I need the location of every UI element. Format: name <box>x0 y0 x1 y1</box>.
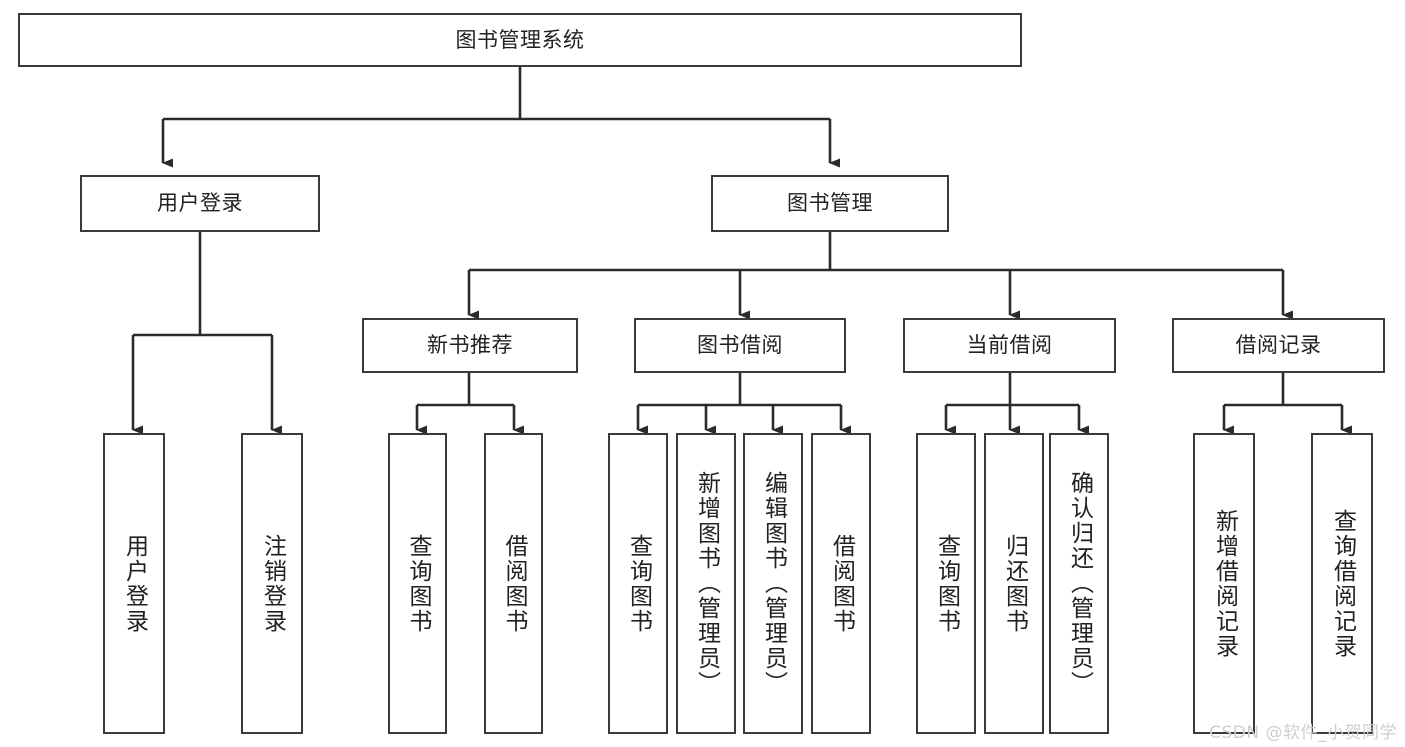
node-book-management-label: 图书管理 <box>787 191 873 216</box>
leaf-label: 查询图书 <box>625 533 652 634</box>
node-borrow-record-label: 借阅记录 <box>1235 333 1322 358</box>
node-user-login[interactable]: 用户登录 <box>80 175 320 232</box>
node-root[interactable]: 图书管理系统 <box>18 13 1022 67</box>
node-current-borrow-label: 当前借阅 <box>966 333 1053 358</box>
leaf-label: 用户登录 <box>121 533 148 634</box>
leaf-label: 借阅图书 <box>501 533 527 634</box>
leaf-borrow-query[interactable]: 查询图书 <box>608 433 668 734</box>
csdn-watermark: CSDN @软件_小贺同学 <box>1209 723 1397 743</box>
leaf-label: 借阅图书 <box>828 533 855 634</box>
leaf-user-login-signin[interactable]: 用户登录 <box>103 433 165 734</box>
leaf-new-book-query[interactable]: 查询图书 <box>388 433 447 734</box>
node-book-management[interactable]: 图书管理 <box>711 175 949 232</box>
leaf-current-query[interactable]: 查询图书 <box>916 433 976 734</box>
leaf-borrow-edit-book[interactable]: 编辑图书（管理员） <box>743 433 803 734</box>
leaf-record-query[interactable]: 查询借阅记录 <box>1311 433 1373 734</box>
leaf-label: 查询图书 <box>405 533 431 634</box>
node-root-label: 图书管理系统 <box>455 27 585 52</box>
node-book-borrow[interactable]: 图书借阅 <box>634 318 846 373</box>
leaf-label: 编辑图书（管理员） <box>760 471 787 696</box>
leaf-user-login-signout[interactable]: 注销登录 <box>241 433 303 734</box>
leaf-borrow-add-book[interactable]: 新增图书（管理员） <box>676 433 736 734</box>
node-new-book-recommend-label: 新书推荐 <box>427 333 513 358</box>
node-user-login-label: 用户登录 <box>157 191 243 216</box>
node-current-borrow[interactable]: 当前借阅 <box>903 318 1116 373</box>
leaf-label: 新增图书（管理员） <box>693 471 720 696</box>
leaf-borrow-borrow-book[interactable]: 借阅图书 <box>811 433 871 734</box>
leaf-label: 归还图书 <box>1001 533 1028 634</box>
leaf-label: 确认归还（管理员） <box>1066 471 1093 696</box>
leaf-label: 查询图书 <box>933 533 960 634</box>
leaf-label: 新增借阅记录 <box>1211 508 1238 659</box>
leaf-label: 查询借阅记录 <box>1329 508 1356 659</box>
node-book-borrow-label: 图书借阅 <box>697 333 783 358</box>
leaf-new-book-borrow[interactable]: 借阅图书 <box>484 433 543 734</box>
leaf-current-return[interactable]: 归还图书 <box>984 433 1044 734</box>
node-new-book-recommend[interactable]: 新书推荐 <box>362 318 578 373</box>
leaf-current-confirm-return[interactable]: 确认归还（管理员） <box>1049 433 1109 734</box>
leaf-label: 注销登录 <box>259 533 286 634</box>
leaf-record-add[interactable]: 新增借阅记录 <box>1193 433 1255 734</box>
node-borrow-record[interactable]: 借阅记录 <box>1172 318 1385 373</box>
